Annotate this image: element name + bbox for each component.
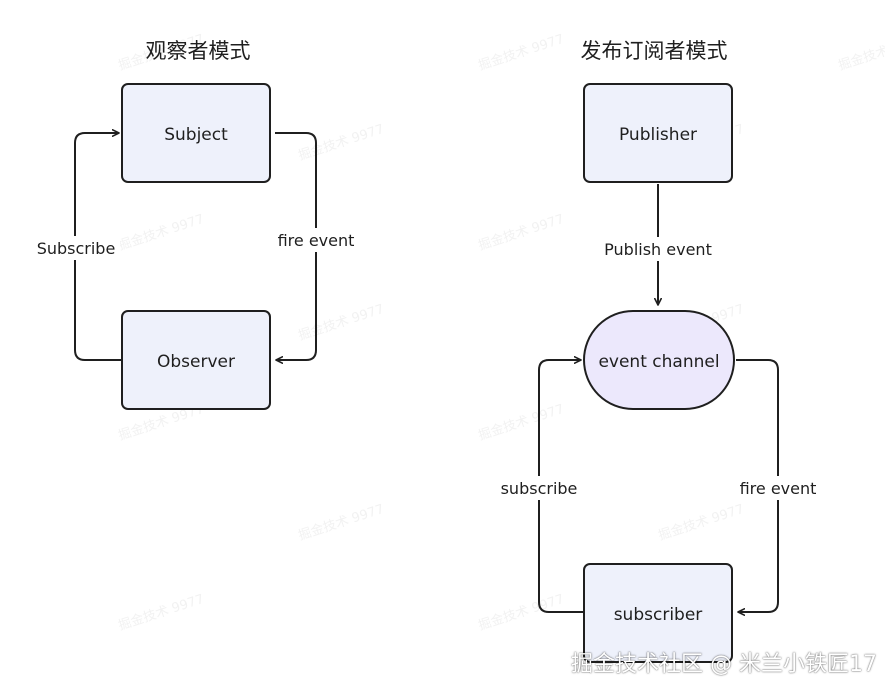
fire-event-label-bg — [273, 228, 359, 252]
publisher-node-label: Publisher — [619, 125, 697, 145]
watermark-tile: 掘金技术 9977 — [476, 401, 566, 444]
fire-event-label: fire event — [278, 231, 355, 250]
observer-node-label: Observer — [157, 352, 235, 372]
subscribe-label-bg — [32, 236, 120, 260]
watermark-tile: 掘金技术 9977 — [116, 211, 206, 254]
watermark-tile: 掘金技术 9977 — [836, 31, 885, 74]
subscribe-label: Subscribe — [37, 239, 116, 258]
pubsub-pattern-title: 发布订阅者模式 — [581, 39, 728, 63]
watermark-tile: 掘金技术 9977 — [116, 591, 206, 634]
subscriber-node — [583, 563, 733, 663]
fire-event-label-bg — [735, 476, 821, 500]
watermark-tile: 掘金技术 9977 — [296, 121, 386, 164]
subscriber-node-label: subscriber — [614, 605, 703, 625]
footer-watermark: 掘金技术社区 @ 米兰小铁匠17 — [571, 652, 877, 677]
watermark-tile: 掘金技术 9977 — [296, 501, 386, 544]
subscribe-label-bg — [495, 476, 583, 500]
observer-pattern-diagram: 观察者模式 Subscribe fire event Subject Obser… — [32, 39, 359, 410]
watermark-tile: 掘金技术 9977 — [476, 31, 566, 74]
subject-node-label: Subject — [164, 125, 228, 145]
watermark-tile: 掘金技术 9977 — [656, 501, 746, 544]
observer-pattern-title: 观察者模式 — [146, 39, 251, 63]
observer-node — [121, 310, 271, 410]
subject-node — [121, 83, 271, 183]
subscribe-label: subscribe — [501, 479, 578, 498]
publish-event-label-bg — [598, 237, 718, 261]
watermark-tile: 掘金技术 9977 — [296, 301, 386, 344]
event-channel-node-label: event channel — [598, 352, 719, 372]
event-channel-node — [583, 310, 735, 410]
publish-event-label: Publish event — [604, 240, 712, 259]
publisher-node — [583, 83, 733, 183]
fire-event-label: fire event — [740, 479, 817, 498]
watermark-tile: 掘金技术 9977 — [476, 211, 566, 254]
pubsub-pattern-diagram: 发布订阅者模式 Publish event subscribe fire eve… — [495, 39, 821, 663]
